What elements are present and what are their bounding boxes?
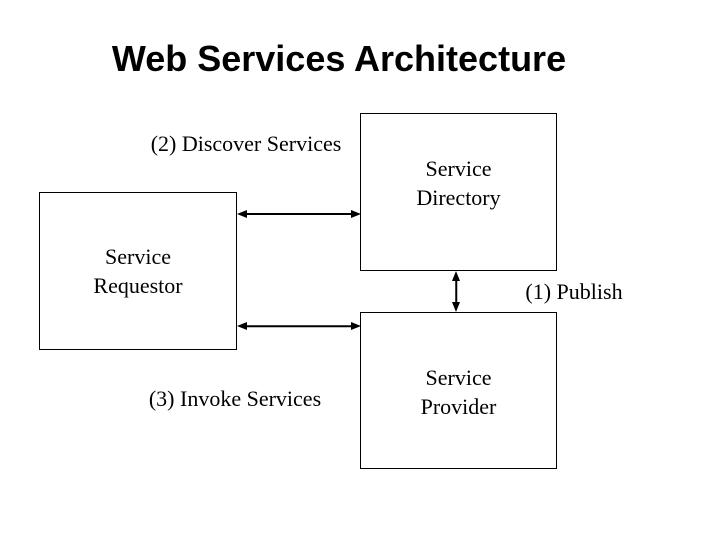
- arrowhead-up-icon: [452, 271, 460, 281]
- box-service-requestor: Service Requestor: [39, 192, 237, 350]
- arrow-shaft: [455, 279, 457, 304]
- box-service-directory-label: Service Directory: [416, 156, 501, 210]
- arrow-shaft: [245, 213, 353, 215]
- arrow-shaft: [245, 325, 353, 327]
- label-publish: (1) Publish: [525, 279, 623, 304]
- page-title: Web Services Architecture: [111, 38, 567, 79]
- arrow-directory-provider: [448, 271, 464, 312]
- arrowhead-right-icon: [351, 322, 361, 330]
- label-invoke-services: (3) Invoke Services: [148, 386, 322, 411]
- arrowhead-left-icon: [237, 210, 247, 218]
- box-service-provider: Service Provider: [360, 312, 557, 469]
- label-discover-services: (2) Discover Services: [150, 131, 342, 156]
- arrow-requestor-directory: [237, 205, 361, 223]
- arrow-requestor-provider: [237, 318, 361, 334]
- arrowhead-left-icon: [237, 322, 247, 330]
- arrowhead-right-icon: [351, 210, 361, 218]
- box-service-provider-label: Service Provider: [420, 364, 497, 419]
- arrowhead-down-icon: [452, 302, 460, 312]
- box-service-requestor-label: Service Requestor: [93, 244, 183, 298]
- box-service-directory: Service Directory: [360, 113, 557, 271]
